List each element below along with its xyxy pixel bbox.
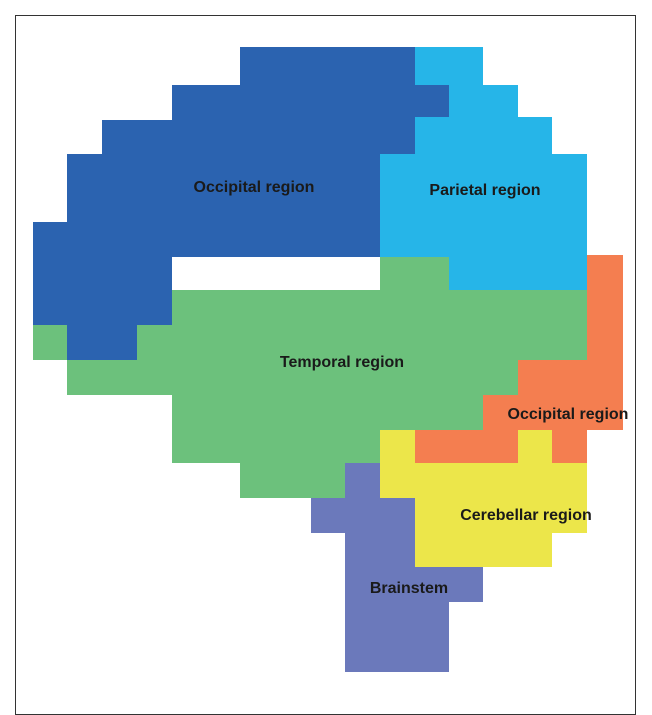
region-occipital-lower[interactable] bbox=[415, 255, 623, 463]
label-cerebellar: Cerebellar region bbox=[460, 507, 592, 524]
label-occipital-lower: Occipital region bbox=[508, 406, 629, 423]
label-parietal: Parietal region bbox=[429, 182, 540, 199]
region-cerebellar[interactable] bbox=[380, 430, 587, 567]
label-brainstem: Brainstem bbox=[370, 580, 448, 597]
region-temporal[interactable] bbox=[33, 257, 587, 498]
label-occipital-top: Occipital region bbox=[194, 179, 315, 196]
label-temporal: Temporal region bbox=[280, 354, 404, 371]
region-brainstem[interactable] bbox=[311, 463, 483, 672]
region-occipital-top[interactable] bbox=[33, 47, 449, 360]
region-parietal[interactable] bbox=[380, 47, 587, 290]
